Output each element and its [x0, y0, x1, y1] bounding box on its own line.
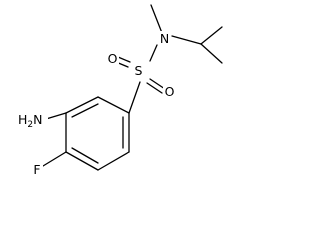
atom-fluorine: F [33, 162, 40, 177]
ring-double-1 [71, 103, 99, 118]
atom-oxygen-lower: O [165, 84, 175, 99]
bond-n-s [149, 44, 158, 62]
structure-diagram: N S O O H2N F [17, 4, 223, 177]
atom-oxygen-upper: O [108, 51, 118, 66]
atom-amino-n: N [33, 112, 42, 127]
atom-amino: H2N [18, 112, 43, 130]
ring-double-2 [71, 147, 99, 164]
ring-bond-2 [65, 96, 99, 114]
bond-s-o-lower-b [146, 82, 163, 94]
bond-n-isopropyl [171, 35, 202, 45]
atom-sulfur: S [135, 63, 143, 78]
atom-nitrogen-amide: N [160, 31, 169, 46]
atom-labels: N S O O H2N F [17, 31, 176, 177]
atom-amino-subscript: 2 [27, 120, 33, 130]
bond-s-o-lower-a [149, 78, 166, 90]
ring-bond-1 [97, 96, 130, 114]
ring-bond-4 [65, 151, 99, 171]
bond-isopropyl-methyl-up [200, 26, 223, 45]
bonds [42, 4, 223, 171]
ring-bond-5 [97, 151, 130, 171]
bond-ring-nh2 [45, 112, 67, 120]
bond-isopropyl-methyl-down [200, 43, 223, 64]
atom-amino-h: H [18, 112, 27, 127]
bond-s-o-upper-a [117, 56, 131, 63]
bond-n-methyl [150, 4, 163, 34]
bond-s-ring [128, 81, 141, 114]
bond-ring-f [42, 151, 67, 167]
